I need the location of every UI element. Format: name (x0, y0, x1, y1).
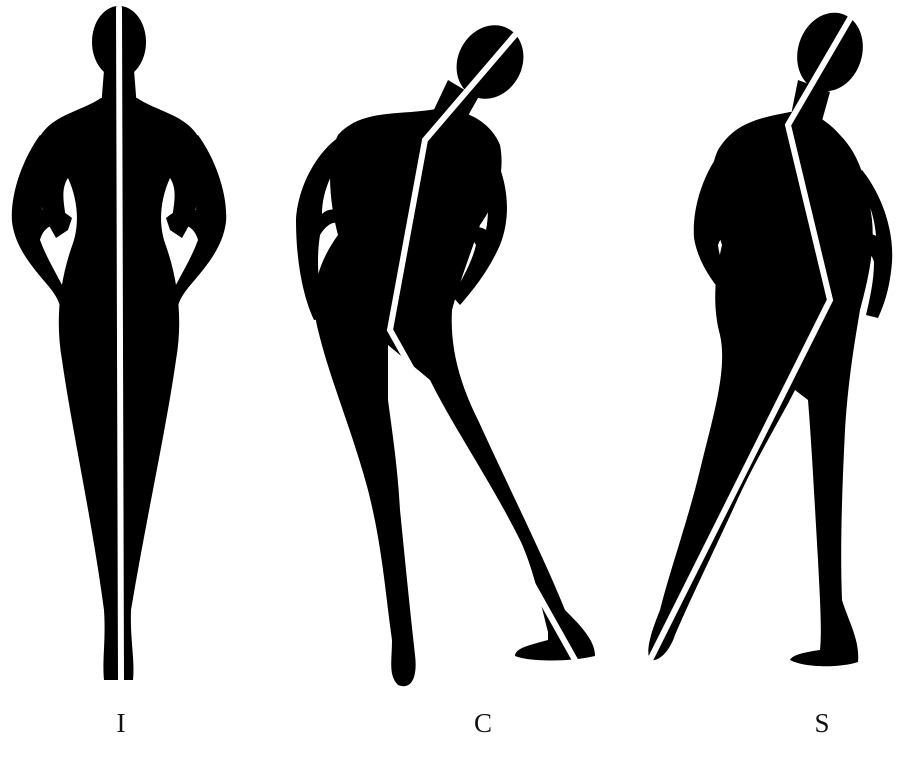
figure-i (12, 6, 226, 680)
pose-label-s: S (792, 708, 852, 738)
figure-s (648, 4, 892, 666)
figure-c-body (314, 109, 595, 686)
figure-c (296, 13, 595, 686)
figure-s-silhouette (648, 4, 892, 666)
pose-label-c: C (453, 708, 513, 738)
figure-s-body (648, 112, 872, 667)
figure-i-axis-line (119, 8, 121, 680)
pose-label-i: I (91, 708, 151, 738)
